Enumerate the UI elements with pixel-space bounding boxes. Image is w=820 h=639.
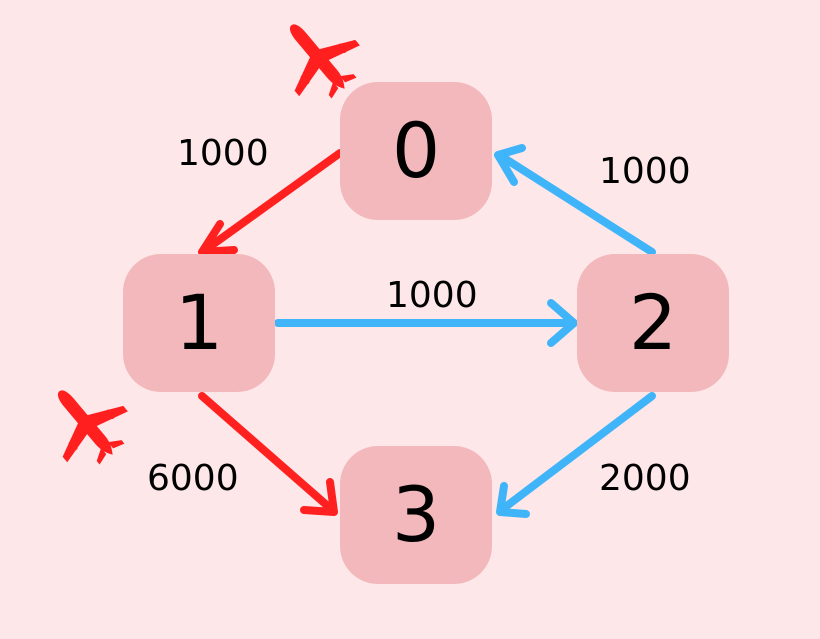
node-3-label: 3	[391, 470, 441, 559]
edge-1-2	[274, 299, 578, 347]
node-3: 3	[340, 446, 492, 584]
node-2-label: 2	[628, 278, 678, 367]
node-0-label: 0	[391, 106, 441, 195]
node-2: 2	[577, 254, 729, 392]
edge-2-0	[494, 144, 656, 256]
edge-0-1	[198, 149, 344, 256]
edge-2-0-weight: 1000	[599, 151, 691, 192]
airplane-icon	[57, 390, 128, 465]
node-1-label: 1	[174, 278, 224, 367]
edge-2-3	[496, 392, 656, 518]
edge-0-1-weight: 1000	[177, 133, 269, 174]
edge-1-2-weight: 1000	[386, 275, 478, 316]
edge-2-3-weight: 2000	[599, 458, 691, 499]
edge-1-3	[198, 392, 338, 516]
node-1: 1	[123, 254, 275, 392]
airplane-icon	[289, 24, 360, 99]
edge-1-3-weight: 6000	[147, 458, 239, 499]
node-0: 0	[340, 82, 492, 220]
